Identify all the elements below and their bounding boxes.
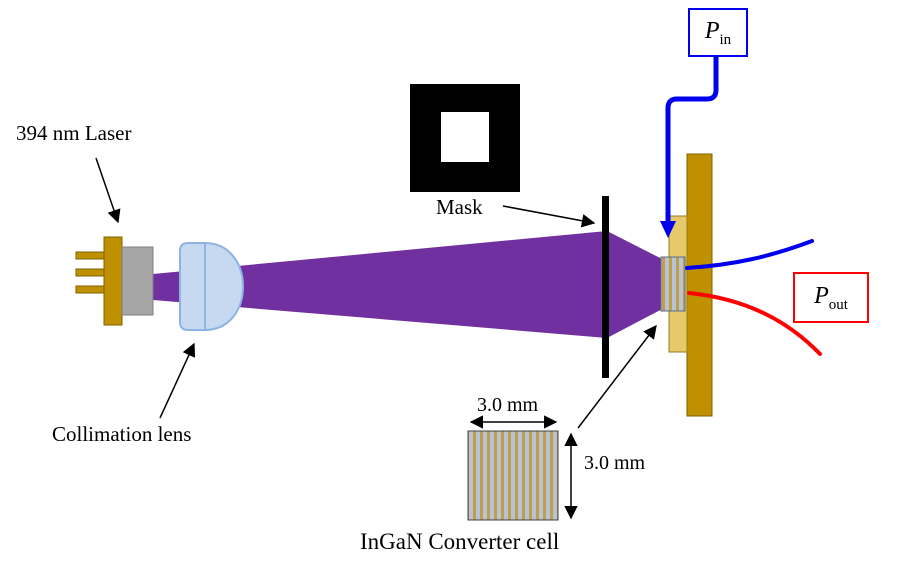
laser-label: 394 nm Laser bbox=[16, 121, 132, 145]
laser-beam bbox=[153, 231, 668, 338]
converter-cell-label: InGaN Converter cell bbox=[360, 529, 560, 554]
collimation-lens-label: Collimation lens bbox=[52, 422, 192, 446]
mask-icon bbox=[410, 84, 520, 192]
power-out-red-wire bbox=[687, 291, 822, 356]
power-out-box: Pout bbox=[793, 272, 869, 323]
power-out-blue-wire bbox=[685, 239, 814, 270]
cell-height-label: 3.0 mm bbox=[584, 452, 646, 474]
mask-aperture bbox=[441, 112, 489, 162]
mask-plate bbox=[602, 196, 609, 378]
lens-body bbox=[179, 242, 245, 331]
collimation-lens bbox=[179, 242, 245, 331]
converter-mount bbox=[660, 153, 713, 417]
power-in-box: Pin bbox=[688, 8, 748, 57]
power-in-symbol: P bbox=[704, 18, 720, 44]
power-out-symbol: P bbox=[814, 283, 829, 309]
laser-pin bbox=[75, 251, 107, 260]
converter-cell-detail bbox=[467, 430, 559, 521]
laser-pointer-arrow bbox=[95, 157, 121, 224]
converter-cell bbox=[660, 256, 686, 312]
power-in-wire bbox=[665, 55, 719, 222]
laser-flange bbox=[103, 236, 123, 326]
cell-pointer-arrow bbox=[577, 324, 657, 429]
cell-width-label: 3.0 mm bbox=[477, 394, 539, 416]
power-in-subscript: in bbox=[719, 31, 732, 48]
mask-label: Mask bbox=[436, 195, 483, 219]
laser-pin bbox=[75, 285, 107, 294]
laser-diode bbox=[75, 236, 154, 326]
laser-body bbox=[121, 246, 154, 316]
mount-plate bbox=[686, 153, 713, 417]
power-in-arrowhead bbox=[660, 221, 676, 238]
lens-pointer-arrow bbox=[159, 342, 196, 419]
mask-pointer-arrow bbox=[502, 205, 596, 228]
laser-pin bbox=[75, 268, 107, 277]
power-in-connector bbox=[660, 55, 719, 238]
power-out-subscript: out bbox=[828, 296, 848, 313]
